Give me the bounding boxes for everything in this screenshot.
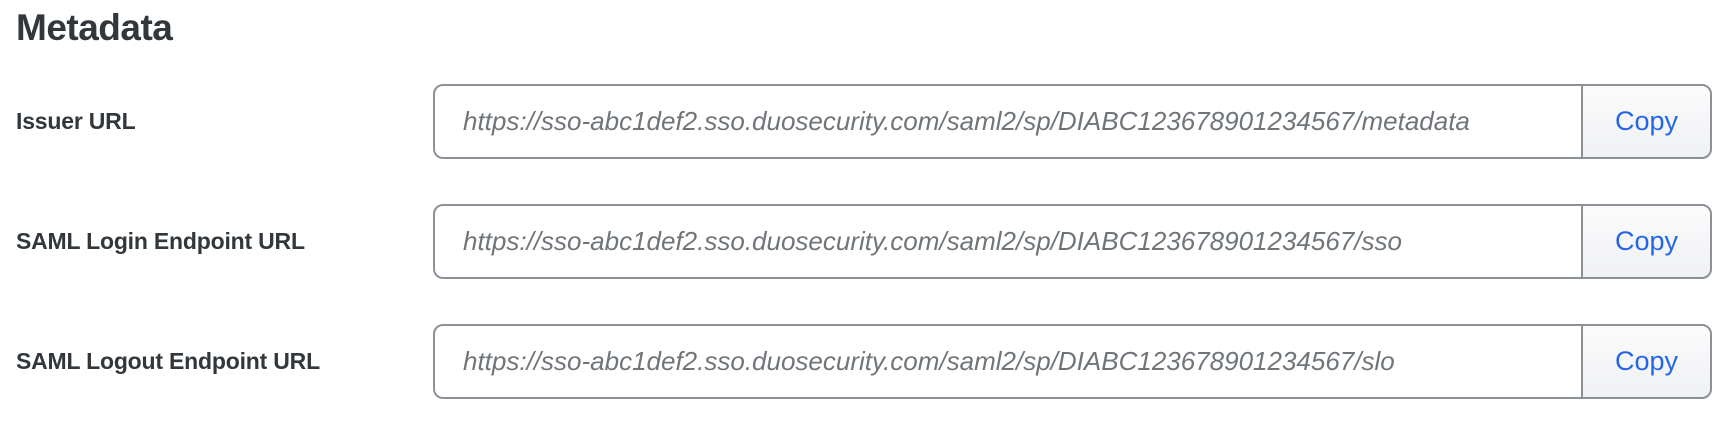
saml-logout-endpoint-input-group: Copy (433, 324, 1712, 400)
saml-logout-endpoint-copy-button[interactable]: Copy (1581, 324, 1712, 400)
saml-logout-endpoint-row: SAML Logout Endpoint URL Copy (16, 324, 1712, 400)
saml-login-endpoint-copy-button[interactable]: Copy (1581, 204, 1712, 280)
issuer-url-input-group: Copy (433, 84, 1712, 160)
saml-login-endpoint-row: SAML Login Endpoint URL Copy (16, 204, 1712, 280)
issuer-url-copy-button[interactable]: Copy (1581, 84, 1712, 160)
saml-login-endpoint-label: SAML Login Endpoint URL (16, 228, 305, 255)
issuer-url-label: Issuer URL (16, 108, 136, 135)
saml-logout-endpoint-input[interactable] (433, 324, 1583, 400)
issuer-url-input[interactable] (433, 84, 1583, 160)
saml-logout-endpoint-label: SAML Logout Endpoint URL (16, 348, 320, 375)
saml-login-endpoint-input-group: Copy (433, 204, 1712, 280)
page-title: Metadata (16, 7, 173, 48)
saml-login-endpoint-input[interactable] (433, 204, 1583, 280)
issuer-url-row: Issuer URL Copy (16, 84, 1712, 160)
